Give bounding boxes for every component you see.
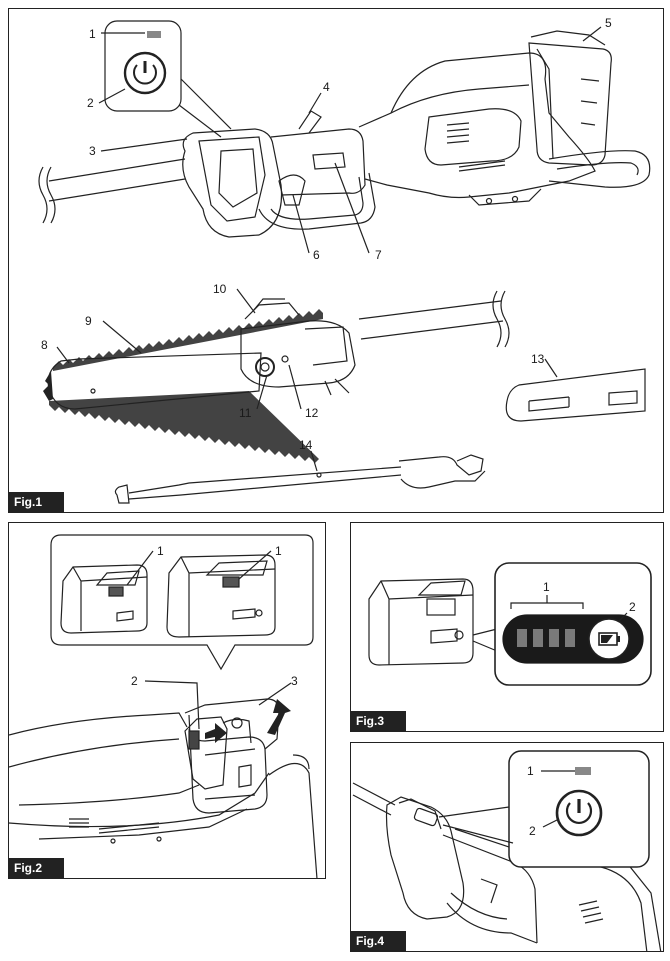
figure-3-drawing: 1 2 <box>368 562 652 686</box>
figure-4-callouts: 1 2 <box>527 764 536 838</box>
fig1-callout-8: 8 <box>41 338 48 352</box>
figure-2-label: Fig.2 <box>9 858 65 878</box>
figure-1-label: Fig.1 <box>9 492 65 512</box>
indicator-lamp-3 <box>549 629 559 647</box>
fig2-callout-3: 3 <box>291 674 298 688</box>
figure-1-callouts: 1 2 3 4 5 6 7 8 9 10 11 12 13 14 <box>41 16 612 452</box>
fig1-callout-5: 5 <box>605 16 612 30</box>
fig2-callout-1-large-battery: 1 <box>275 544 282 558</box>
figure-1-panel: 1 2 3 4 5 6 7 8 9 10 11 12 13 14 Fig.1 <box>8 8 664 513</box>
fig4-callout-1: 1 <box>527 764 534 778</box>
check-button-icon <box>588 618 630 660</box>
fig1-callout-9: 9 <box>85 314 92 328</box>
figure-3-label: Fig.3 <box>351 711 407 731</box>
indicator-lamp-4 <box>565 629 575 647</box>
fig1-callout-2: 2 <box>87 96 94 110</box>
figure-2-drawing: 1 1 2 3 <box>9 534 318 878</box>
fig4-callout-2: 2 <box>529 824 536 838</box>
fig1-callout-14: 14 <box>299 438 313 452</box>
figure-2-callouts: 1 1 2 3 <box>131 544 298 688</box>
fig1-callout-12: 12 <box>305 406 319 420</box>
fig1-callout-1: 1 <box>89 27 96 41</box>
fig1-callout-4: 4 <box>323 80 330 94</box>
figure-3-panel: 1 2 Fig.3 <box>350 522 664 732</box>
fig1-callout-7: 7 <box>375 248 382 262</box>
figure-4-drawing: 1 2 <box>352 750 662 951</box>
fig1-callout-3: 3 <box>89 144 96 158</box>
indicator-lamp-1 <box>517 629 527 647</box>
fig1-callout-13: 13 <box>531 352 545 366</box>
fig1-callout-11: 11 <box>239 406 252 420</box>
indicator-lamp-2 <box>533 629 543 647</box>
fig2-callout-2: 2 <box>131 674 138 688</box>
figure-2-panel: 1 1 2 3 Fig.2 <box>8 522 326 879</box>
figure-4-panel: 1 2 Fig.4 <box>350 742 664 952</box>
fig1-callout-10: 10 <box>213 282 227 296</box>
figure-1-drawing: 1 2 3 4 5 6 7 8 9 10 11 12 13 14 <box>38 16 651 504</box>
fig1-callout-6: 6 <box>313 248 320 262</box>
figure-4-label: Fig.4 <box>351 931 407 951</box>
figure-3-callouts: 1 2 <box>543 580 636 614</box>
battery-indicator-lamps <box>517 629 575 647</box>
fig2-callout-1-small-battery: 1 <box>157 544 164 558</box>
fig3-callout-2: 2 <box>629 600 636 614</box>
fig3-callout-1: 1 <box>543 580 550 594</box>
